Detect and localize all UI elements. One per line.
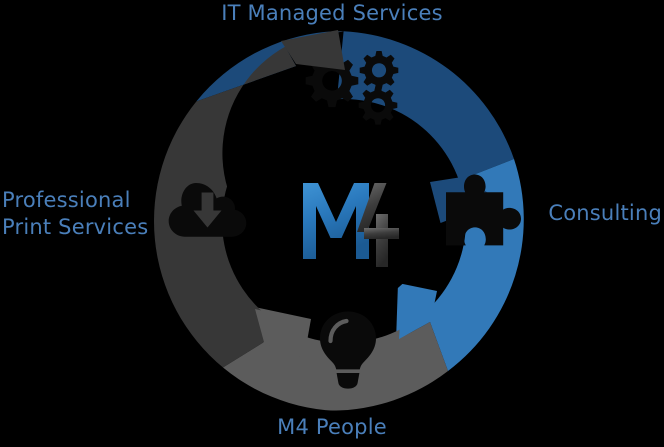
m4-logo-numeral-crossbar bbox=[364, 228, 399, 239]
segment-consulting-arrowhead bbox=[396, 283, 437, 342]
m4-logo-numeral-diagonal bbox=[357, 183, 387, 232]
segment-consulting-fill bbox=[399, 159, 524, 371]
segment-professional-print-services-arrowhead bbox=[281, 30, 345, 70]
m4-logo bbox=[303, 183, 399, 267]
m4-logo-numeral-stem bbox=[376, 214, 388, 267]
cloud-download-icon bbox=[168, 183, 247, 237]
puzzle-piece-icon bbox=[446, 174, 521, 246]
m4-logo-letter bbox=[303, 183, 369, 259]
gears-icon bbox=[305, 51, 399, 125]
segment-m4-people-arrowhead bbox=[252, 306, 311, 358]
lightbulb-icon bbox=[320, 311, 376, 389]
segment-consulting[interactable] bbox=[153, 30, 535, 412]
